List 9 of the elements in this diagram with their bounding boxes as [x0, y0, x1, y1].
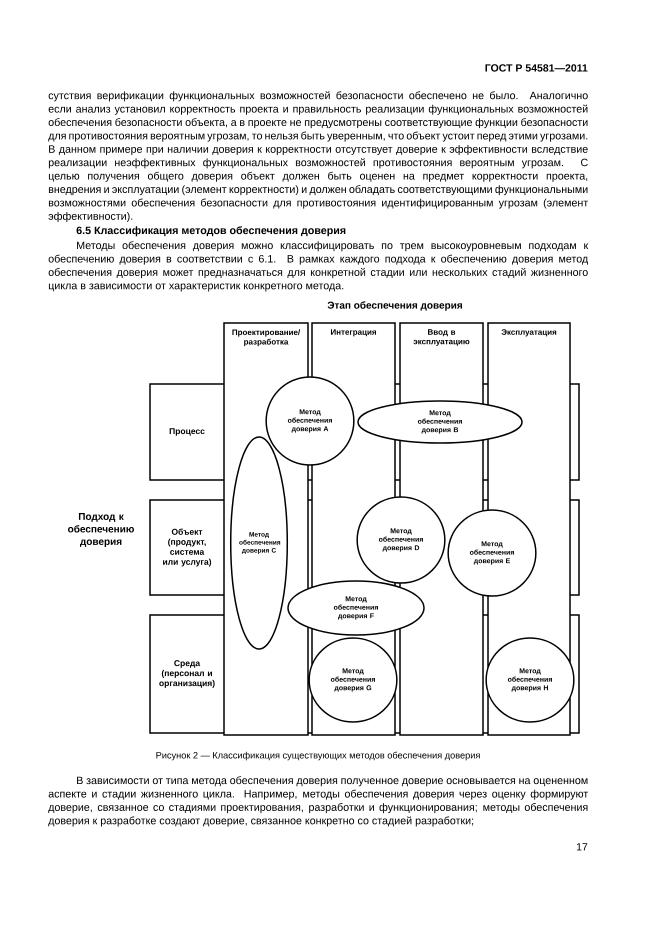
- paragraph: сутствия верификации функциональных возможностей безопасности обеспечено не было. Аналогично если анализ установил корректность проекта и правильность реализации функциональных возможностей обеспечения безопасности объекта, а в проекте не предусмотрены соответствующие функции безопасности для противостояния вероятным угрозам, то нельзя быть уверенным, что объект устоит перед этими угрозами. В данном примере при наличии доверия к корректности отсутствует доверие к эффективности вследствие реализации неэффективных функциональных возможностей противостояния вероятным угрозам. С целью получения общего доверия объект должен быть оценен на предмет корректности проекта, внедрения и эксплуатации (элемент корректности) и должен обладать соответствующими функциональными возможностями обеспечения безопасности для противостояния идентифицированным угрозам (элемент эффективности).: [48, 91, 588, 222]
- paragraph: В зависимости от типа метода обеспечения доверия полученное доверие основывается на оцененном аспекте и стадии жизненного цикла. Например, методы обеспечения доверия через оценку формируют доверие, связанное со стадиями проектирования, разработки и функционирования; методы обеспечения доверия к разработке создают доверие, связанное конкретно со стадией разработки;: [48, 776, 588, 826]
- section-heading: 6.5 Классификация методов обеспечения доверия: [76, 226, 346, 236]
- axis-title: Подход к обеспечению доверия: [68, 513, 134, 547]
- figure-caption: Рисунок 2 — Классификация существующих методов обеспечения доверия: [156, 752, 480, 760]
- axis-title: Этап обеспечения доверия: [328, 301, 462, 311]
- page-number: 17: [576, 843, 588, 850]
- paragraph: Методы обеспечения доверия можно классифицировать по трем высокоуровневым подходам к обеспечению доверия в соответствии с 6.1. В рамках каждого подхода к обеспечению доверия метод обеспечения доверия может предназначаться для конкретной стадии или нескольких стадий жизненного цикла в зависимости от характеристик конкретного метода.: [48, 241, 588, 292]
- page-header: ГОСТ Р 54581—2011: [485, 64, 588, 72]
